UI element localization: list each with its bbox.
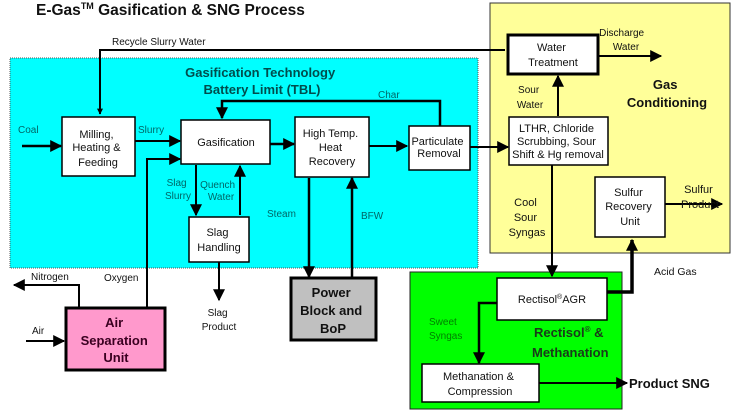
- gas-conditioning-label: Gas Conditioning: [627, 77, 707, 110]
- block-water-treatment[interactable]: Water Treatment: [506, 33, 600, 76]
- label-discharge-water: Discharge Water: [599, 28, 647, 53]
- tbl-region-label: Gasification Technology Battery Limit (T…: [185, 65, 339, 97]
- svg-text:Methanation & Compressio: Methanation & Compression: [443, 371, 517, 398]
- svg-text:Particulate Removal: Particulate Removal: [411, 136, 466, 160]
- svg-text:Rectisol®AGR: Rectisol®AGR: [518, 293, 586, 306]
- label-quench-water: Quench Water: [200, 180, 238, 203]
- label-steam: Steam: [267, 209, 296, 220]
- label-slag-product: Slag Product: [202, 308, 237, 333]
- label-nitrogen: Nitrogen: [31, 272, 69, 283]
- rectisol-region-label-2: Methanation: [532, 345, 609, 360]
- svg-text:Milling, Heating &: Milling, Heating & Feeding: [72, 129, 123, 169]
- block-heat-recovery[interactable]: High Temp. Heat Recovery: [294, 116, 370, 178]
- recycle-slurry-water-line: [97, 49, 505, 115]
- label-recycle-slurry-water: Recycle Slurry Water: [112, 37, 206, 48]
- diagram-title: E-GasTM Gasification & SNG Process: [36, 1, 305, 19]
- label-cool-sour-syngas: Cool Sour Syngas: [509, 197, 546, 239]
- label-sulfur-product: Sulfur Product: [681, 184, 719, 211]
- svg-text:Sulfur Recovery Un: Sulfur Recovery Unit: [605, 187, 655, 228]
- sweet-syngas-line: [473, 301, 497, 365]
- svg-text:Slag Handling: Slag Handling: [197, 227, 240, 254]
- acid-gas-line: [606, 238, 638, 294]
- block-lthr[interactable]: LTHR, Chloride Scrubbing, Sour Shift & H…: [508, 116, 609, 166]
- block-power-block[interactable]: Power Block and BoP: [289, 276, 378, 342]
- label-char: Char: [378, 90, 400, 101]
- block-rectisol-agr[interactable]: Rectisol®AGR: [496, 277, 608, 321]
- block-gasification[interactable]: Gasification: [180, 119, 271, 165]
- block-milling[interactable]: Milling, Heating & Feeding: [61, 116, 136, 177]
- svg-text:High Temp. Heat Re: High Temp. Heat Recovery: [303, 128, 362, 168]
- label-slurry: Slurry: [138, 125, 164, 136]
- block-air-separation-unit[interactable]: Air Separation Unit: [64, 306, 167, 372]
- char-line: [216, 99, 442, 126]
- oxygen-line: [146, 153, 182, 307]
- label-slag-slurry: Slag Slurry: [165, 178, 191, 202]
- block-slag-handling[interactable]: Slag Handling: [188, 216, 250, 263]
- block-sulfur-recovery[interactable]: Sulfur Recovery Unit: [594, 176, 666, 238]
- label-coal: Coal: [18, 125, 39, 136]
- rectisol-region-label: Rectisol® &: [534, 325, 603, 340]
- nitrogen-line: [12, 279, 80, 307]
- label-acid-gas: Acid Gas: [654, 266, 697, 278]
- label-bfw: BFW: [361, 211, 384, 222]
- svg-text:LTHR, Chloride Scrubbing: LTHR, Chloride Scrubbing, Sour Shift & H…: [512, 123, 604, 161]
- block-methanation-compression[interactable]: Methanation & Compression: [421, 363, 540, 403]
- label-sour-water: Sour Water: [517, 85, 544, 111]
- svg-text:Water Treatment: Water Treatment: [528, 42, 578, 69]
- label-product-sng: Product SNG: [629, 376, 710, 391]
- block-particulate-removal[interactable]: Particulate Removal: [408, 125, 471, 171]
- svg-text:Power Block and Bo: Power Block and BoP: [300, 285, 366, 336]
- label-sweet-syngas: Sweet Syngas: [429, 317, 462, 342]
- label-oxygen: Oxygen: [104, 273, 138, 284]
- svg-text:Air Separation Uni: Air Separation Unit: [81, 315, 152, 365]
- label-air: Air: [32, 326, 45, 337]
- svg-text:Gasification: Gasification: [197, 137, 254, 149]
